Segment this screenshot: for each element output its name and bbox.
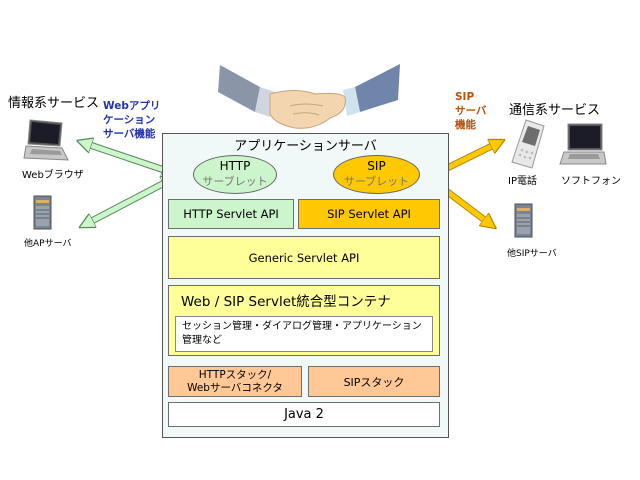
sip-server-function-note: SIP サーバ 機能: [455, 90, 486, 132]
sip-servlet-api: SIP Servlet API: [298, 199, 440, 229]
note-line: サーバ: [455, 105, 487, 117]
container-description: セッション管理・ダイアログ管理・アプリケーション管理など: [175, 316, 433, 352]
http-servlet-api: HTTP Servlet API: [168, 199, 294, 229]
sip-stack: SIPスタック: [308, 366, 440, 397]
http-servlet: HTTP サーブレット: [193, 155, 277, 194]
web-app-server-function-note: Webアプリ ケーション サーバ機能: [103, 99, 160, 141]
softphone-label: ソフトフォン: [561, 176, 621, 187]
ip-phone-label: IP電話: [508, 176, 537, 187]
integrated-container-title: Web / SIP Servlet統合型コンテナ: [181, 294, 391, 310]
right-group-heading: 通信系サービス: [509, 103, 601, 118]
arrow-browser-to-server: [84, 143, 170, 172]
handshake-icon: [218, 64, 400, 129]
server-icon: [33, 195, 52, 230]
note-line: SIP: [455, 91, 475, 103]
left-group-heading: 情報系サービス: [8, 96, 100, 111]
generic-servlet-api: Generic Servlet API: [168, 236, 440, 279]
laptop-icon: [23, 119, 69, 161]
integrated-container: Web / SIP Servlet統合型コンテナ セッション管理・ダイアログ管理…: [168, 285, 440, 356]
server-icon: [514, 203, 533, 238]
arrow-apserver-to-server: [86, 180, 170, 224]
http-stack-line2: Webサーバコネクタ: [187, 381, 283, 394]
other-ap-server-label: 他APサーバ: [24, 239, 72, 249]
note-line: 機能: [455, 119, 476, 131]
web-browser-label: Webブラウザ: [22, 170, 84, 181]
note-line: サーバ機能: [103, 128, 156, 140]
note-line: Webアプリ: [103, 100, 161, 112]
http-stack: HTTPスタック/ Webサーバコネクタ: [168, 366, 302, 397]
sip-servlet-title: SIP: [367, 159, 386, 173]
laptop-icon: [559, 123, 607, 165]
sip-servlet-subtitle: サーブレット: [343, 175, 410, 188]
http-stack-line1: HTTPスタック/: [198, 368, 272, 381]
other-sip-server-label: 他SIPサーバ: [507, 249, 557, 259]
sip-servlet: SIP サーブレット: [333, 155, 420, 194]
application-server-title: アプリケーションサーバ: [234, 139, 377, 154]
java-runtime: Java 2: [168, 402, 440, 427]
mobile-phone-icon: [511, 119, 545, 169]
http-servlet-title: HTTP: [219, 159, 251, 173]
note-line: ケーション: [103, 114, 156, 126]
http-servlet-subtitle: サーブレット: [202, 175, 268, 188]
